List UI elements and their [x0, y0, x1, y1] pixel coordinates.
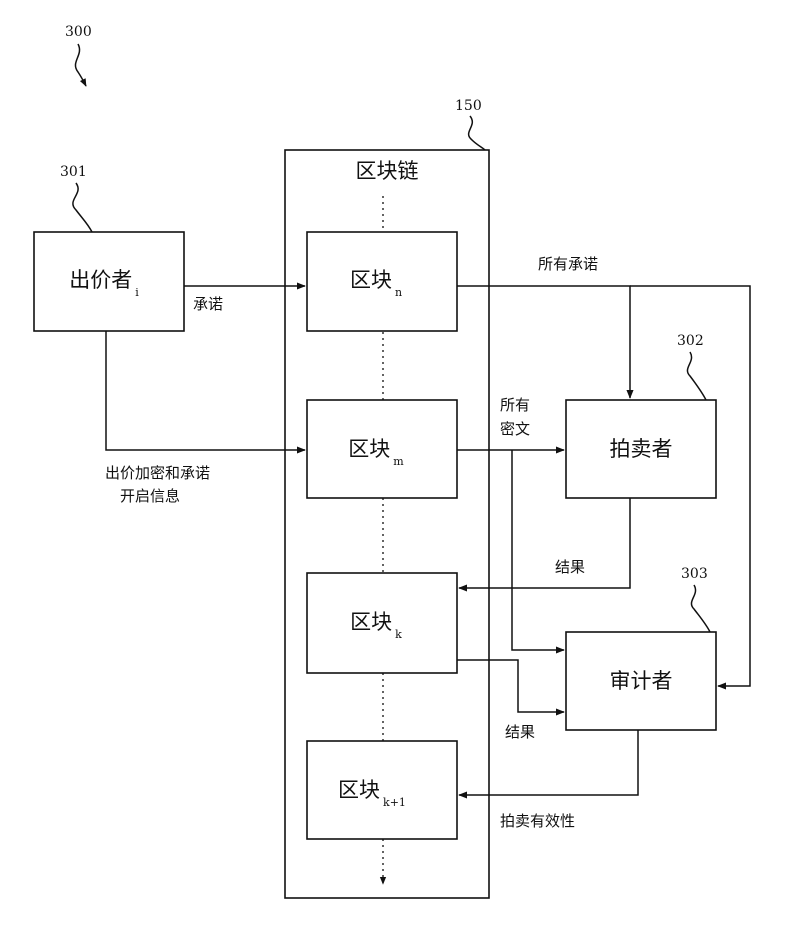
auditor-label: 审计者 — [610, 669, 673, 693]
auctioneer-ref-leader — [687, 352, 706, 400]
figure-ref-leader — [75, 44, 86, 86]
edge-all-commits-label: 所有承诺 — [538, 255, 598, 273]
auditor-ref: 303 — [681, 566, 708, 582]
chain-ref: 150 — [455, 98, 482, 114]
blockchain-title: 区块链 — [356, 159, 419, 183]
edge-bid-info — [106, 331, 305, 450]
block-n-subscript: n — [395, 286, 402, 299]
edge-validity-label: 拍卖有效性 — [500, 812, 575, 830]
bidder-subscript: i — [135, 286, 139, 299]
bidder-ref-leader — [73, 183, 92, 232]
block-k1-box — [307, 741, 457, 839]
edge-bid-info-label-2: 开启信息 — [120, 487, 180, 505]
chain-ref-leader — [469, 116, 487, 152]
edge-result-auditor-label: 结果 — [505, 723, 535, 741]
block-k-subscript: k — [395, 628, 402, 641]
auditor-ref-leader — [691, 585, 710, 632]
auctioneer-label: 拍卖者 — [610, 437, 673, 461]
edge-commit-label: 承诺 — [193, 295, 223, 313]
auctioneer-ref: 302 — [677, 333, 704, 349]
edge-bid-info-label-1: 出价加密和承诺 — [105, 464, 210, 482]
edge-all-cipher-auditor — [512, 450, 564, 650]
edge-result-auctioneer-label: 结果 — [555, 558, 585, 576]
edge-all-cipher-label-1: 所有 — [500, 396, 530, 414]
block-m-subscript: m — [393, 455, 404, 468]
bidder-ref: 301 — [60, 164, 87, 180]
edge-all-cipher-label-2: 密文 — [500, 420, 530, 438]
block-k1-subscript: k+1 — [383, 796, 406, 809]
figure-ref: 300 — [65, 24, 92, 40]
